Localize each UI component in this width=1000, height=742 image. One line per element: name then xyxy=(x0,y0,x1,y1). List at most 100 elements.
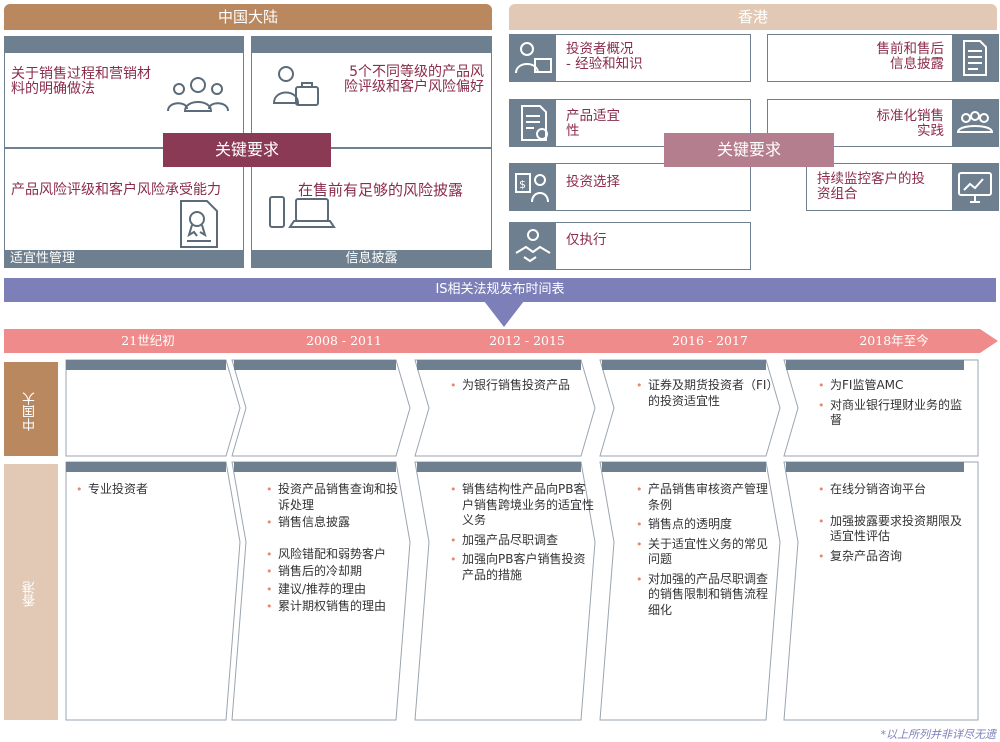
cn-cell-2: 为银行销售投资产品 xyxy=(448,378,588,394)
cn-q2-bar xyxy=(251,36,492,52)
hk-cell-3-item-2: 关于适宜性义务的常见问题 xyxy=(634,537,774,568)
cn-cell-3: 证券及期货投资者（FI）的投资适宜性 xyxy=(634,378,774,409)
hk-right-row-3-icon-bg xyxy=(952,164,998,210)
hk-chevron-3-bar xyxy=(602,462,766,472)
cn-foot-left-bar: 适宜性管理 xyxy=(4,250,244,268)
hk-cell-4-item-2: 复杂产品咨询 xyxy=(816,549,972,565)
cn-cell-4: 为FI监管AMC 对商业银行理财业务的监督 xyxy=(816,378,964,429)
investor-briefcase-icon xyxy=(515,42,552,74)
cn-chevron-0-bar xyxy=(66,360,226,370)
hk-cell-1-item-4: 建议/推荐的理由 xyxy=(264,582,404,598)
timeline-label-1: 2008 - 2011 xyxy=(306,333,382,348)
hk-right-row-1: 售前和售后 信息披露 xyxy=(767,34,999,82)
footnote: *以上所列并非详尽无遗 xyxy=(880,728,997,741)
hk-right-row-2-label: 标准化销售 实践 xyxy=(876,108,945,139)
row-label-cn: 中国大陆 xyxy=(4,362,92,456)
cn-cell-4-item-0: 为FI监管AMC xyxy=(816,378,964,394)
cn-q4-text: 在售前有足够的风险披露 xyxy=(298,181,464,199)
cn-chevron-1 xyxy=(231,359,411,457)
cn-chevron-4-bar xyxy=(786,360,964,370)
hk-cell-1-item-1: 销售信息披露 xyxy=(264,515,404,531)
hk-cell-1: 投资产品销售查询和投诉处理 销售信息披露 风险错配和弱势客户 销售后的冷却期 建… xyxy=(264,482,404,615)
timeline-label-2: 2012 - 2015 xyxy=(489,333,565,348)
handshake-icon xyxy=(515,229,551,263)
hk-left-row-2-icon-bg xyxy=(510,100,556,146)
people-icon xyxy=(167,77,229,112)
cn-cell-4-item-1: 对商业银行理财业务的监督 xyxy=(816,398,964,429)
cn-q2: 5个不同等级的产品风险评级和客户风险偏好 xyxy=(251,52,492,148)
hk-right-row-3: 持续监控客户的投 资组合 xyxy=(806,163,999,211)
cn-panel-header: 中国大陆 xyxy=(4,4,492,30)
document-icon xyxy=(963,40,987,76)
investor-briefcase-icon xyxy=(272,66,319,106)
timeline-label-3: 2016 - 2017 xyxy=(672,333,748,348)
hk-right-row-1-label: 售前和售后 信息披露 xyxy=(876,41,945,72)
cn-key-requirements: 关键要求 xyxy=(163,133,331,167)
hk-cell-1-item-5: 累计期权销售的理由 xyxy=(264,599,404,615)
hk-cell-2-item-1: 加强产品尽职调查 xyxy=(448,533,594,549)
cn-chevron-0 xyxy=(65,359,241,457)
hk-cell-4: 在线分销咨询平台 加强披露要求投资期限及适宜性评估 复杂产品咨询 xyxy=(816,482,972,564)
timeline-label-4: 2018年至今 xyxy=(859,333,929,348)
hk-cell-0: 专业投资者 xyxy=(74,482,224,498)
svg-text:$: $ xyxy=(519,178,526,191)
hk-left-row-1-icon-bg xyxy=(510,35,556,81)
hk-panel-header: 香港 xyxy=(509,4,997,30)
hk-cell-3: 产品销售审核资产管理条例 销售点的透明度 关于适宜性义务的常见问题 对加强的产品… xyxy=(634,482,774,618)
hk-right-row-2-icon-bg xyxy=(952,100,998,146)
document-check-icon xyxy=(521,105,548,141)
hk-left-row-1-label: 投资者概况 - 经验和知识 xyxy=(566,41,643,72)
cn-chevron-3-bar xyxy=(602,360,766,370)
cn-q3-text: 产品风险评级和客户风险承受能力 xyxy=(11,182,221,198)
cn-foot-right-bar: 信息披露 xyxy=(251,250,492,268)
band-arrow xyxy=(484,301,524,327)
cn-q1-text: 关于销售过程和营销材料的明确做法 xyxy=(11,66,151,97)
hk-cell-2: 销售结构性产品向PB客户销售跨境业务的适宜性义务 加强产品尽职调查 加强向PB客… xyxy=(448,482,594,583)
row-label-hk: 香港 xyxy=(4,464,58,720)
cn-chevron-2-bar xyxy=(417,360,581,370)
hk-cell-0-item-0: 专业投资者 xyxy=(74,482,224,498)
hk-left-row-1: 投资者概况 - 经验和知识 xyxy=(509,34,751,82)
group-icon xyxy=(956,111,994,133)
hk-cell-1-item-3: 销售后的冷却期 xyxy=(264,564,404,580)
hk-cell-3-item-3: 对加强的产品尽职调查的销售限制和销售流程细化 xyxy=(634,572,774,619)
hk-left-row-4: 仅执行 xyxy=(509,222,751,270)
cn-q2-text: 5个不同等级的产品风险评级和客户风险偏好 xyxy=(344,64,484,95)
cn-cell-3-item-0: 证券及期货投资者（FI）的投资适宜性 xyxy=(634,378,774,409)
hk-right-row-3-label: 持续监控客户的投 资组合 xyxy=(817,171,925,202)
hk-right-row-1-icon-bg xyxy=(952,35,998,81)
hk-chevron-1-bar xyxy=(234,462,396,472)
hk-chevron-0-bar xyxy=(66,462,226,472)
regulation-timeline-band: IS相关法规发布时间表 xyxy=(4,278,996,302)
cn-q1-bar xyxy=(4,36,244,52)
cn-chevron-1-bar xyxy=(234,360,396,370)
hk-cell-4-item-0: 在线分销咨询平台 xyxy=(816,482,972,498)
hk-left-row-3-label: 投资选择 xyxy=(566,174,620,190)
cn-foot-right-label: 信息披露 xyxy=(345,251,398,266)
cn-foot-left-label: 适宜性管理 xyxy=(10,251,76,266)
money-person-icon: $ xyxy=(515,173,549,203)
hk-cell-2-item-0: 销售结构性产品向PB客户销售跨境业务的适宜性义务 xyxy=(448,482,594,529)
hk-left-row-3: $ 投资选择 xyxy=(509,163,751,211)
hk-cell-2-item-2: 加强向PB客户销售投资产品的措施 xyxy=(448,552,594,583)
hk-cell-4-item-1: 加强披露要求投资期限及适宜性评估 xyxy=(816,514,972,545)
certificate-icon xyxy=(180,200,218,248)
hk-cell-3-item-1: 销售点的透明度 xyxy=(634,517,774,533)
hk-cell-3-item-0: 产品销售审核资产管理条例 xyxy=(634,482,774,513)
hk-left-row-4-label: 仅执行 xyxy=(566,232,607,248)
hk-chevron-0 xyxy=(65,461,241,721)
hk-chevron-2-bar xyxy=(417,462,581,472)
hk-left-row-3-icon-bg: $ xyxy=(510,164,556,210)
timeline-label-0: 21世纪初 xyxy=(121,333,175,348)
hk-left-row-2: 产品适宜 性 xyxy=(509,99,751,147)
hk-left-row-2-label: 产品适宜 性 xyxy=(566,108,620,139)
hk-cell-1-item-2: 风险错配和弱势客户 xyxy=(264,547,404,563)
timeline-arrow xyxy=(4,329,998,353)
hk-left-row-4-icon-bg xyxy=(510,223,556,269)
cn-q1: 关于销售过程和营销材料的明确做法 xyxy=(4,52,244,148)
monitor-chart-icon xyxy=(958,172,992,203)
hk-cell-1-item-0: 投资产品销售查询和投诉处理 xyxy=(264,482,404,513)
cn-cell-2-item-0: 为银行销售投资产品 xyxy=(448,378,588,394)
hk-key-requirements: 关键要求 xyxy=(664,133,834,167)
